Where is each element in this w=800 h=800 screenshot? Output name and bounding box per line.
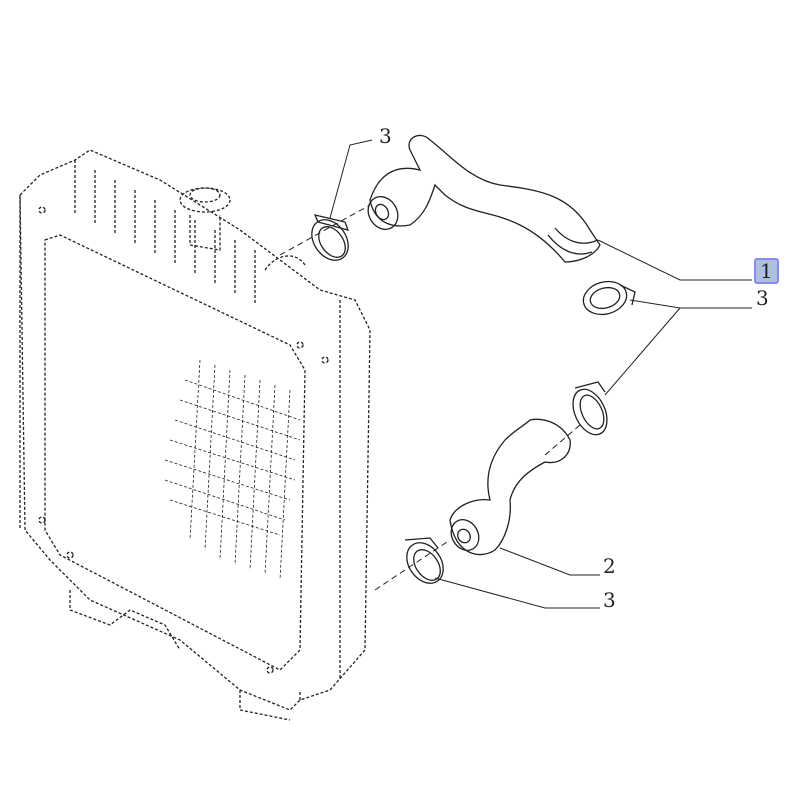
callout-3-right-clamp[interactable]: 3 [756, 286, 769, 310]
hose-clamps [311, 214, 636, 584]
upper-hose [367, 134, 601, 263]
callout-2-lower-hose[interactable]: 2 [603, 554, 616, 578]
callout-1-upper-hose-highlighted[interactable]: 1 [754, 258, 779, 284]
leader-lines [329, 139, 752, 609]
lower-hose [449, 418, 571, 556]
assembly-centerlines [279, 204, 581, 591]
radiator [19, 149, 371, 721]
callout-3-lower-clamp[interactable]: 3 [603, 588, 616, 612]
callout-3-upper-clamp[interactable]: 3 [379, 124, 392, 148]
